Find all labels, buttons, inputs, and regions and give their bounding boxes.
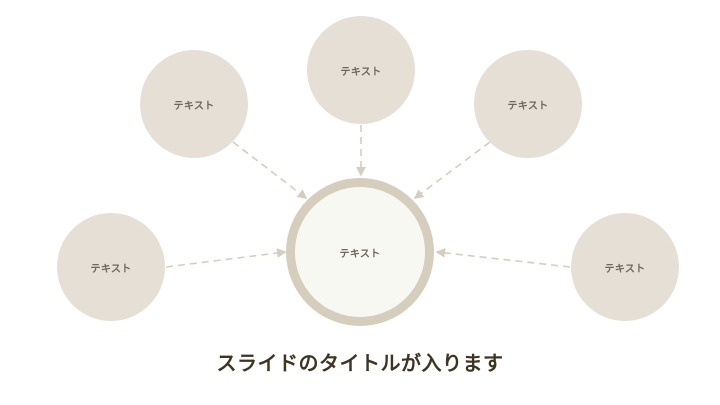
connector-left [165,248,287,268]
node-label: テキスト [173,100,215,112]
node-upper-right: テキスト [474,50,582,158]
node-left: テキスト [57,213,165,321]
node-label: テキスト [604,263,646,275]
node-upper-left: テキスト [140,50,248,158]
connector-upper-left [232,141,308,199]
node-label: テキスト [340,66,382,78]
node-top: テキスト [307,16,415,124]
node-label: テキスト [507,100,549,112]
slide-title: スライドのタイトルが入ります [216,351,504,375]
node-label: テキスト [90,263,132,275]
connector-right [435,248,571,268]
center-label: テキスト [339,248,381,260]
node-center: テキスト [286,178,434,326]
node-right: テキスト [571,213,679,321]
connector-upper-right [413,141,491,199]
